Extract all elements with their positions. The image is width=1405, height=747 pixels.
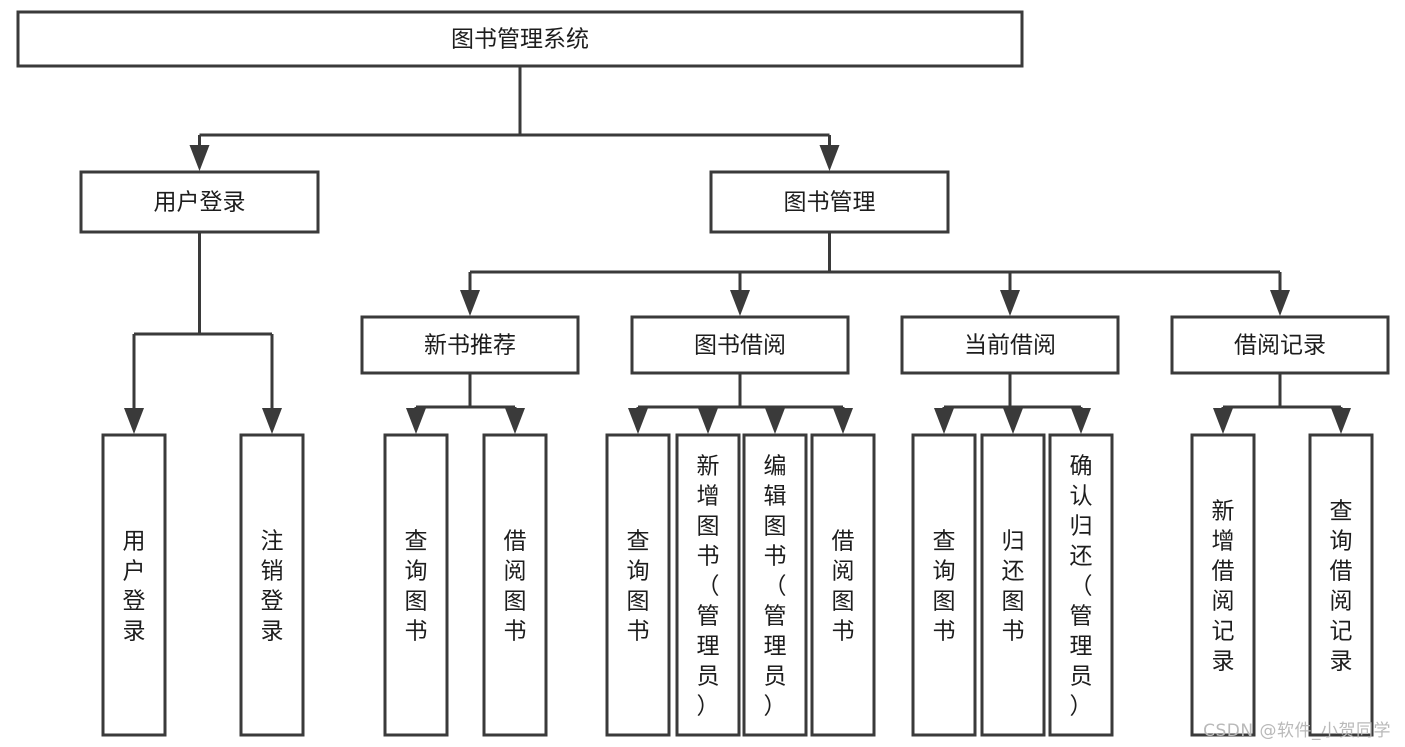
node-leaf-cur-query[interactable]: 查询图书	[911, 433, 977, 737]
connector-group-book-manage	[460, 232, 1290, 316]
node-leaf-borrow-query[interactable]: 查询图书	[605, 433, 671, 737]
node-label-root: 图书管理系统	[451, 27, 589, 53]
connector-group-current-borrow	[934, 373, 1091, 434]
connector-group-borrow-record	[1213, 373, 1351, 434]
node-box-leaf-cur-query[interactable]	[911, 433, 977, 737]
node-box-root[interactable]	[16, 10, 1024, 68]
node-label-leaf-borrow-edit: 编辑图书（管理员）	[764, 453, 787, 719]
node-leaf-user-logout[interactable]: 注销登录	[239, 433, 305, 737]
node-box-user-login[interactable]	[79, 170, 320, 234]
node-label-new-book-rec: 新书推荐	[424, 333, 516, 359]
node-leaf-borrow-add[interactable]: 新增图书（管理员）	[675, 433, 741, 737]
connector-group-user-login	[124, 232, 282, 434]
node-box-new-book-rec[interactable]	[360, 315, 580, 375]
node-leaf-rec-query[interactable]: 查询图书	[383, 433, 449, 737]
node-label-leaf-rec-add: 新增借阅记录	[1212, 498, 1235, 674]
node-box-leaf-cur-return[interactable]	[980, 433, 1046, 737]
node-box-leaf-user-login[interactable]	[101, 433, 167, 737]
node-label-leaf-rec-borrow: 借阅图书	[504, 528, 527, 644]
node-label-leaf-cur-confirm: 确认归还（管理员）	[1070, 453, 1093, 719]
node-box-book-borrow[interactable]	[630, 315, 850, 375]
node-box-leaf-borrow-edit[interactable]	[742, 433, 808, 737]
node-leaf-cur-return[interactable]: 归还图书	[980, 433, 1046, 737]
node-leaf-rec-query2[interactable]: 查询借阅记录	[1308, 433, 1374, 737]
node-label-leaf-rec-query2: 查询借阅记录	[1330, 498, 1353, 674]
node-leaf-rec-borrow[interactable]: 借阅图书	[482, 433, 548, 737]
node-root[interactable]: 图书管理系统	[16, 10, 1024, 68]
node-label-leaf-cur-return: 归还图书	[1002, 528, 1025, 644]
node-box-leaf-borrow-add[interactable]	[675, 433, 741, 737]
node-box-leaf-user-logout[interactable]	[239, 433, 305, 737]
node-box-leaf-rec-borrow[interactable]	[482, 433, 548, 737]
node-leaf-cur-confirm[interactable]: 确认归还（管理员）	[1048, 433, 1114, 737]
connector-group-new-book-rec	[406, 373, 525, 434]
node-label-user-login: 用户登录	[154, 190, 246, 216]
node-label-leaf-borrow-lend: 借阅图书	[832, 528, 855, 644]
connector-group-root	[189, 66, 840, 171]
node-label-leaf-cur-query: 查询图书	[933, 528, 956, 644]
node-box-leaf-borrow-lend[interactable]	[810, 433, 876, 737]
connector-group-book-borrow	[628, 373, 853, 434]
node-label-current-borrow: 当前借阅	[964, 333, 1056, 359]
node-box-leaf-rec-query[interactable]	[383, 433, 449, 737]
node-leaf-borrow-edit[interactable]: 编辑图书（管理员）	[742, 433, 808, 737]
node-box-borrow-record[interactable]	[1170, 315, 1390, 375]
node-label-leaf-user-logout: 注销登录	[261, 528, 284, 644]
node-box-leaf-cur-confirm[interactable]	[1048, 433, 1114, 737]
node-leaf-rec-add[interactable]: 新增借阅记录	[1190, 433, 1256, 737]
node-box-leaf-borrow-query[interactable]	[605, 433, 671, 737]
node-borrow-record[interactable]: 借阅记录	[1170, 315, 1390, 375]
node-label-leaf-rec-query: 查询图书	[405, 528, 428, 644]
node-label-leaf-borrow-add: 新增图书（管理员）	[697, 453, 720, 719]
watermark-text: CSDN @软件_小贺同学	[1203, 721, 1391, 741]
node-layer: 图书管理系统用户登录图书管理新书推荐图书借阅当前借阅借阅记录用户登录注销登录查询…	[16, 10, 1390, 737]
node-current-borrow[interactable]: 当前借阅	[900, 315, 1120, 375]
node-label-book-manage: 图书管理	[784, 190, 876, 216]
node-user-login[interactable]: 用户登录	[79, 170, 320, 234]
node-label-leaf-user-login: 用户登录	[123, 528, 146, 644]
node-label-leaf-borrow-query: 查询图书	[627, 528, 650, 644]
node-leaf-user-login[interactable]: 用户登录	[101, 433, 167, 737]
node-book-borrow[interactable]: 图书借阅	[630, 315, 850, 375]
node-box-leaf-rec-add[interactable]	[1190, 433, 1256, 737]
node-book-manage[interactable]: 图书管理	[709, 170, 950, 234]
node-box-current-borrow[interactable]	[900, 315, 1120, 375]
node-label-borrow-record: 借阅记录	[1234, 333, 1326, 359]
connector-layer	[124, 66, 1351, 434]
node-label-book-borrow: 图书借阅	[694, 333, 786, 359]
node-box-leaf-rec-query2[interactable]	[1308, 433, 1374, 737]
node-new-book-rec[interactable]: 新书推荐	[360, 315, 580, 375]
node-leaf-borrow-lend[interactable]: 借阅图书	[810, 433, 876, 737]
node-box-book-manage[interactable]	[709, 170, 950, 234]
